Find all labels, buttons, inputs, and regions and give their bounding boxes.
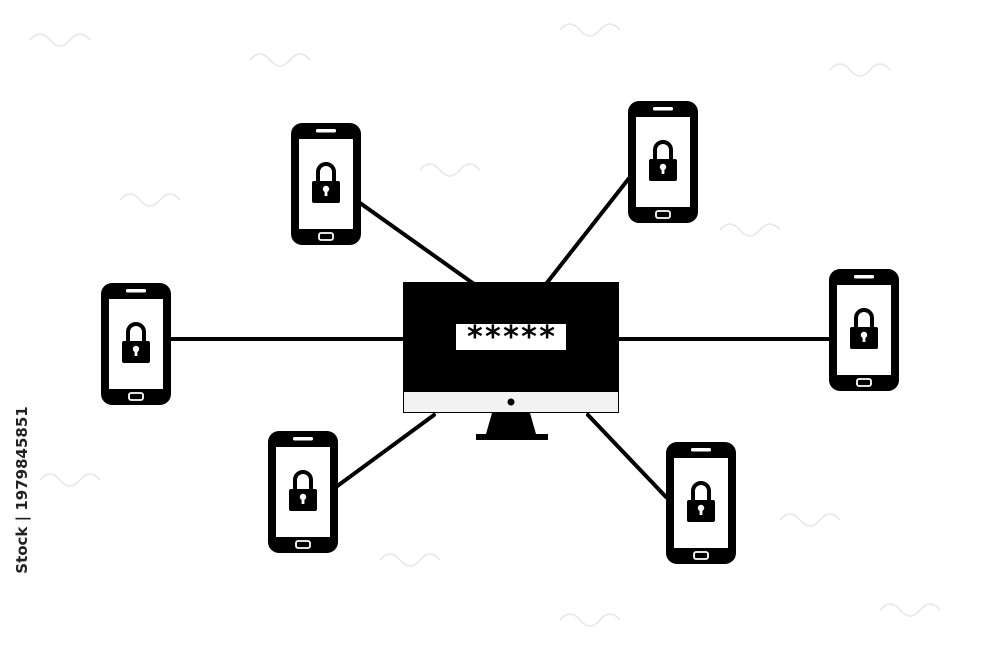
link-upper-left [358, 201, 476, 286]
smartphone-left [101, 283, 171, 405]
password-mask: ***** [466, 320, 556, 355]
password-field [456, 324, 566, 350]
connection-lines [169, 175, 831, 499]
stock-id-watermark: Stock | 1979845851 [13, 406, 31, 574]
desktop-monitor-icon: ***** [403, 282, 619, 440]
smartphone-lower-right [666, 442, 736, 564]
smartphone-upper-left [291, 123, 361, 245]
smartphone-upper-right [628, 101, 698, 223]
smartphone-lower-left [268, 431, 338, 553]
link-lower-left [334, 413, 436, 489]
link-lower-right [586, 413, 668, 499]
link-upper-right [544, 175, 632, 286]
smartphone-right [829, 269, 899, 391]
